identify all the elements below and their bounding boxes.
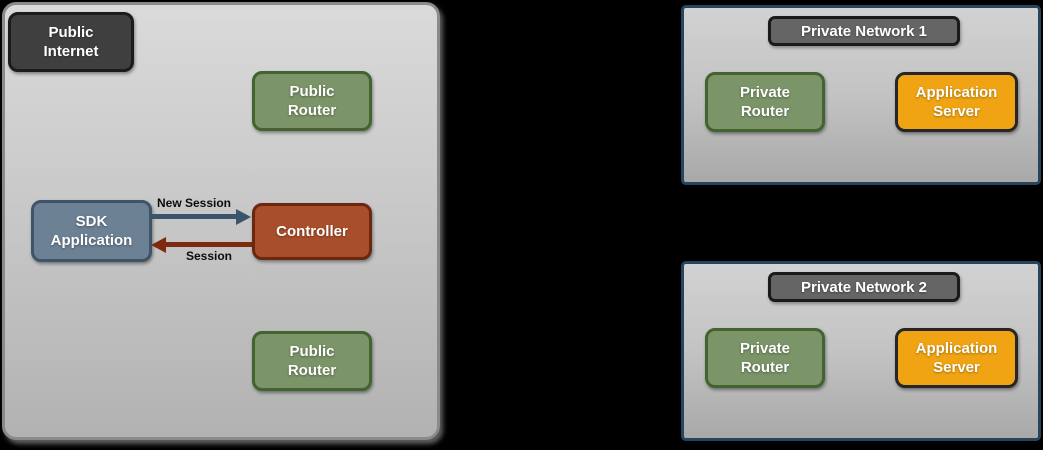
- sdk-application-node: SDK Application: [31, 200, 152, 262]
- private-network-1-title: Private Network 1: [768, 16, 960, 46]
- private-network-2-title: Private Network 2: [768, 272, 960, 302]
- new-session-arrowhead-icon: [236, 209, 251, 225]
- private-network-1-container: Private Network 1 Private Router Applica…: [681, 5, 1041, 185]
- controller-node: Controller: [252, 203, 372, 260]
- session-arrow-label: Session: [185, 249, 233, 263]
- public-router-bottom-node: Public Router: [252, 331, 372, 391]
- private-network-2-container: Private Network 2 Private Router Applica…: [681, 261, 1041, 441]
- public-router-top-node: Public Router: [252, 71, 372, 131]
- private-network-2-router-node: Private Router: [705, 328, 825, 388]
- new-session-arrow-line: [152, 214, 238, 219]
- private-network-1-router-node: Private Router: [705, 72, 825, 132]
- session-arrowhead-icon: [151, 237, 166, 253]
- private-network-2-server-node: Application Server: [895, 328, 1018, 388]
- new-session-arrow-label: New Session: [156, 196, 232, 210]
- public-internet-node: Public Internet: [8, 12, 134, 72]
- private-network-1-server-node: Application Server: [895, 72, 1018, 132]
- session-arrow-line: [166, 242, 252, 247]
